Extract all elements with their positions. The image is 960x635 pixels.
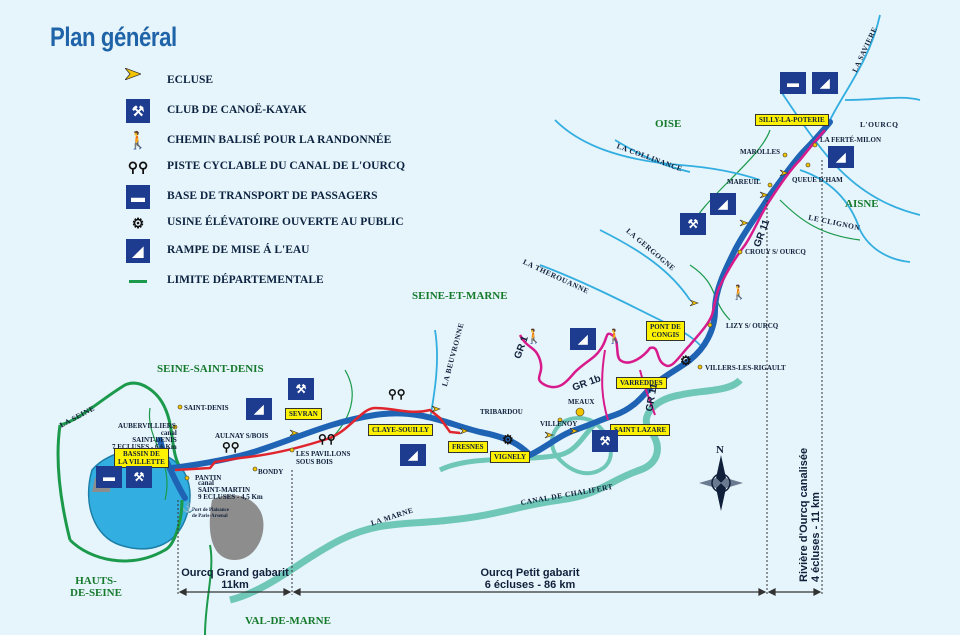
legend-hiking: 🚶 CHEMIN BALISÉ POUR LA RANDONNÉE xyxy=(127,131,392,150)
box-pont-congis: PONT DE CONGIS xyxy=(646,321,685,341)
place-queue-dham: QUEUE D'HAM xyxy=(792,176,843,184)
canoe-kayak-icon: ⚒ xyxy=(680,213,706,235)
canoe-kayak-icon: ⚒ xyxy=(592,430,618,452)
place-aulnay: AULNAY S/BOIS xyxy=(215,432,269,440)
place-la-ferte-milon: LA FERTÉ-MILON xyxy=(820,136,882,144)
label-l-ourcq: L'OURCQ xyxy=(860,120,899,129)
bicycle-icon: ⚲⚲ xyxy=(222,440,240,454)
dept-oise: OISE xyxy=(655,118,682,130)
map-title: Plan général xyxy=(50,22,177,52)
boat-icon: ▬ xyxy=(126,185,150,209)
boat-ramp-icon: ◢ xyxy=(812,72,838,94)
lock-arrow-icon xyxy=(125,68,151,94)
place-les-pavillons: LES PAVILLONS SOUS BOIS xyxy=(296,450,351,466)
legend-boat: ▬ BASE DE TRANSPORT DE PASSAGERS xyxy=(125,184,455,210)
compass-rose xyxy=(699,455,743,511)
place-arsenal: Port de Plaisance de Paris-Arsenal xyxy=(192,508,229,519)
box-claye-souilly: CLAYE-SOUILLY xyxy=(368,424,434,436)
hiking-path-2 xyxy=(601,349,656,421)
dept-val-de-marne: VAL-DE-MARNE xyxy=(245,615,331,627)
canal-chalifert xyxy=(438,417,602,473)
box-varreddes: VARREDDES xyxy=(616,377,667,389)
scale-petit-gabarit: Ourcq Petit gabarit 6 écluses - 86 km xyxy=(480,567,580,591)
anchor-icon: ⚓ xyxy=(182,503,195,514)
scale-arrows xyxy=(178,588,822,596)
scale-grand-gabarit: Ourcq Grand gabarit 11km xyxy=(181,567,289,591)
grey-area xyxy=(209,495,264,560)
hikers-icon: 🚶 xyxy=(606,328,624,344)
box-silly: SILLY-LA-POTERIE xyxy=(755,114,829,126)
box-sevran: SEVRAN xyxy=(285,408,322,420)
department-line-icon xyxy=(125,268,151,294)
scale-guides xyxy=(177,160,823,595)
tributaries xyxy=(429,14,921,421)
legend-canoe: ⚒ CLUB DE CANOË-KAYAK xyxy=(125,98,455,124)
place-tribardou: TRIBARDOU xyxy=(480,408,523,416)
bicycle-icon: ⚲⚲ xyxy=(318,432,336,446)
bicycle-icon: ⚲⚲ xyxy=(127,158,149,175)
boat-ramp-icon: ◢ xyxy=(246,398,272,420)
scale-riviere: Rivière d'Ourcq canalisée 4 écluses - 11… xyxy=(798,447,822,582)
place-pantin: PANTIN xyxy=(195,474,222,482)
boat-icon: ▬ xyxy=(96,466,122,488)
place-villers: VILLERS-LES-RIGAULT xyxy=(705,364,786,372)
canoe-kayak-icon: ⚒ xyxy=(126,99,150,123)
canoe-kayak-icon: ⚒ xyxy=(126,466,152,488)
compass-north-label: N xyxy=(716,444,724,456)
la-marne-river xyxy=(229,377,743,604)
legend-lock: ECLUSE xyxy=(125,68,455,94)
dept-seine-saint-denis: SEINE-SAINT-DENIS xyxy=(157,363,264,375)
legend-boundary: LIMITE DÉPARTEMENTALE xyxy=(125,268,455,294)
lock-markers xyxy=(289,169,789,439)
canoe-kayak-icon: ⚒ xyxy=(288,378,314,400)
place-villenoy: VILLENOY xyxy=(540,420,578,428)
boat-ramp-icon: ◢ xyxy=(710,193,736,215)
pumping-station-icon: ⚙ xyxy=(680,353,692,368)
place-meaux: MEAUX xyxy=(568,398,595,406)
pumping-station-icon: ⚙ xyxy=(131,214,145,231)
place-canal-saint-denis: canal SAINT-DENIS 7 ECLUSES - 6,6 Km xyxy=(112,429,177,451)
dept-hauts-de-seine: HAUTS- DE-SEINE xyxy=(70,575,122,599)
pumping-station-icon: ⚙ xyxy=(502,432,514,447)
box-vignely: VIGNELY xyxy=(490,451,531,463)
box-bassin-villette: BASSIN DE LA VILLETTE xyxy=(114,448,169,468)
town-dots xyxy=(172,142,818,481)
boat-ramp-icon: ◢ xyxy=(570,328,596,350)
legend-cycle: ⚲⚲ PISTE CYCLABLE DU CANAL DE L'OURCQ xyxy=(127,158,406,175)
hikers-icon: 🚶 xyxy=(127,131,149,150)
place-canal-saint-martin: canal SAINT-MARTIN 9 ECLUSES - 4,5 Km xyxy=(198,479,263,501)
boat-icon: ▬ xyxy=(780,72,806,94)
boat-ramp-icon: ◢ xyxy=(400,444,426,466)
bicycle-icon: ⚲⚲ xyxy=(388,387,406,401)
place-mareuil: MAREUIL xyxy=(727,178,761,186)
hikers-icon: 🚶 xyxy=(525,328,543,344)
hikers-icon: 🚶 xyxy=(730,284,748,300)
legend-ramp: ◢ RAMPE DE MISE Á L'EAU xyxy=(125,238,455,264)
place-saint-denis: SAINT-DENIS xyxy=(184,404,229,412)
dept-aisne: AISNE xyxy=(845,198,879,210)
dept-seine-et-marne: SEINE-ET-MARNE xyxy=(412,290,508,302)
place-marolles: MAROLLES xyxy=(740,148,781,156)
boat-ramp-icon: ◢ xyxy=(126,239,150,263)
place-crouy: CROUY S/ OURCQ xyxy=(745,248,806,256)
place-lizy: LIZY S/ OURCQ xyxy=(726,322,779,330)
box-saint-lazare: SAINT LAZARE xyxy=(610,424,671,436)
department-boundaries xyxy=(56,381,213,635)
box-fresnes: FRESNES xyxy=(448,441,488,453)
place-bondy: BONDY xyxy=(258,468,284,476)
legend-pump: ⚙ USINE ÉLÉVATOIRE OUVERTE AU PUBLIC xyxy=(131,214,404,231)
boat-ramp-icon: ◢ xyxy=(828,146,854,168)
hiking-path xyxy=(518,129,826,389)
cycle-path xyxy=(174,406,461,472)
place-aubervilliers: AUBERVILLIERS xyxy=(118,422,176,430)
